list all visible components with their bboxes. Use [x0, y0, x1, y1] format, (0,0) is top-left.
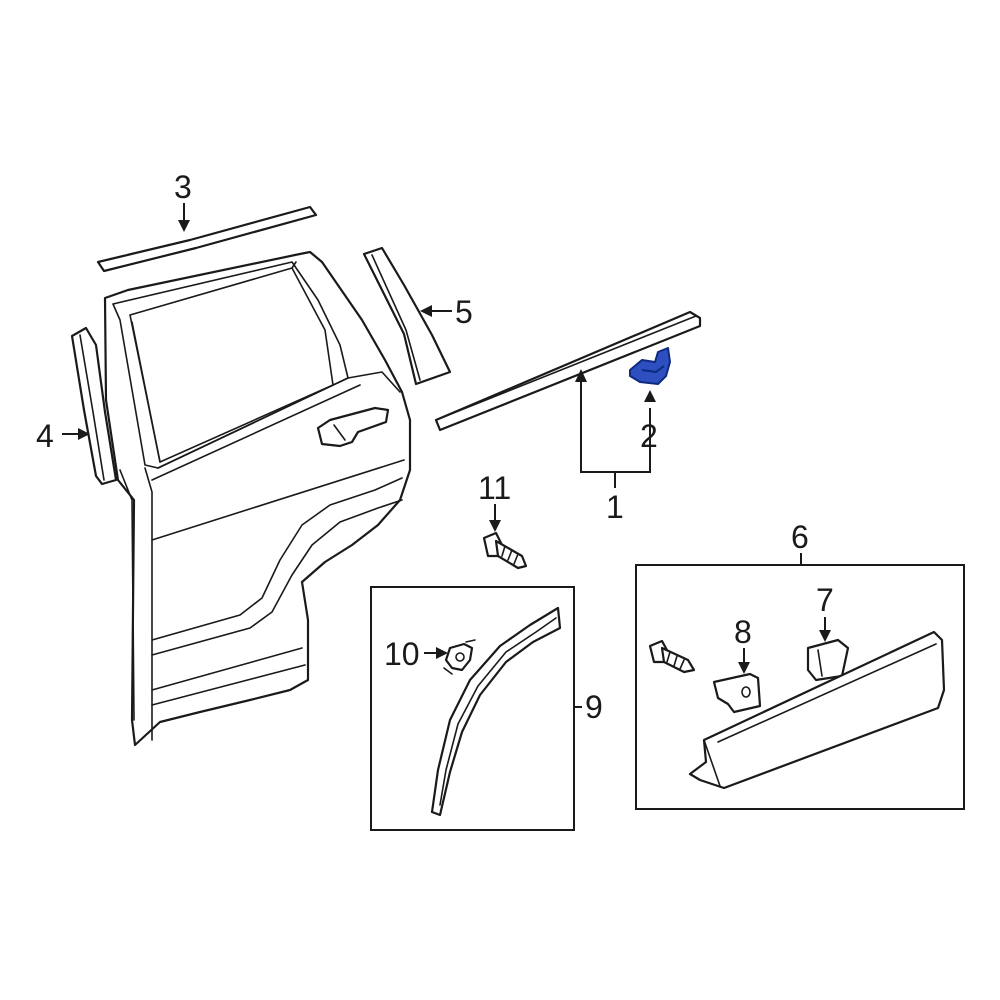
leader-lines: [62, 203, 831, 708]
roof-moulding-part3: [96, 205, 318, 273]
callout-7: 7: [816, 582, 834, 618]
callout-2: 2: [640, 418, 658, 454]
callout-6: 6: [791, 519, 809, 555]
callout-8: 8: [734, 614, 752, 650]
pillar-garnish-part5: [362, 246, 452, 386]
callout-4: 4: [36, 418, 54, 454]
pillar-garnish-part4: [70, 326, 118, 486]
callout-3: 3: [174, 169, 192, 205]
clip-part2-highlighted: [629, 347, 671, 385]
box-part9: [370, 586, 575, 831]
callout-9: 9: [585, 689, 603, 725]
callout-11: 11: [478, 470, 511, 506]
callout-1: 1: [606, 489, 624, 525]
callout-10: 10: [384, 636, 420, 672]
rear-door-shell: [103, 250, 412, 747]
callout-5: 5: [455, 294, 473, 330]
screw-part11: [482, 531, 528, 570]
callout-labels: 1 2 3 4 5 6 7 8 9 10 11: [36, 169, 834, 725]
box-part6: [635, 564, 965, 810]
belt-moulding-part1: [434, 310, 702, 432]
